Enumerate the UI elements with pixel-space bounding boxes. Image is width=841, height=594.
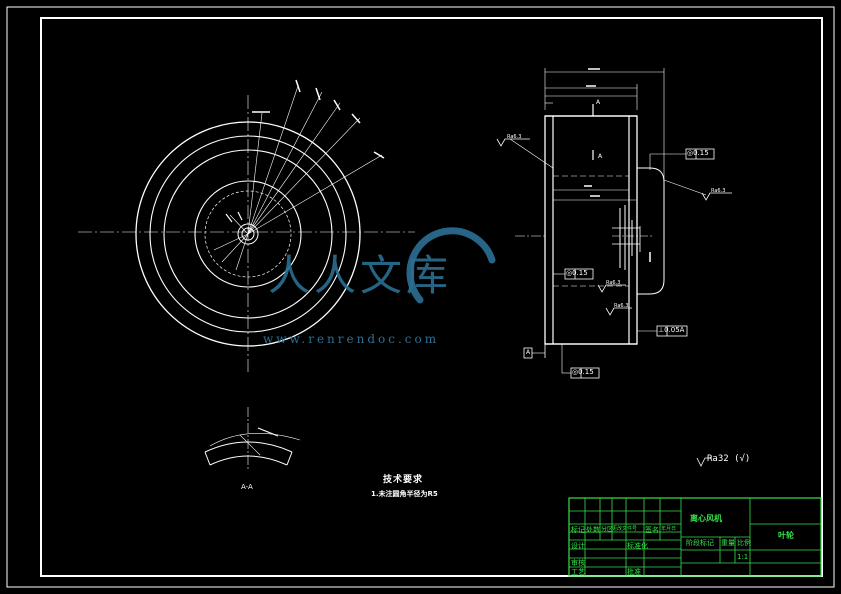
scale-label: 比例: [737, 539, 751, 547]
approve-label: 批准: [627, 568, 641, 576]
watermark-logo: [406, 227, 496, 304]
title-block-grid: [568, 497, 822, 577]
row-label-process: 工艺: [571, 568, 585, 576]
side-section-view: [496, 68, 732, 467]
section-a-a-label: A-A: [241, 483, 253, 491]
section-a-a-view: [204, 407, 301, 470]
col-label-count: 处数: [586, 526, 600, 534]
section-mark-mid: A: [598, 153, 603, 160]
weight-label: 重量: [721, 539, 735, 547]
row-label-mark: 标记: [571, 526, 585, 534]
coaxiality-tolerance-top: ◎0.15: [687, 149, 709, 157]
roughness-label-hub: Ra6.3: [606, 280, 621, 286]
standardization-label: 标准化: [627, 542, 648, 550]
row-label-review: 审核: [571, 559, 585, 567]
col-label-zone: 分区: [601, 526, 614, 533]
part-name: 离心风机: [690, 514, 722, 523]
coaxiality-tolerance-bottom: ◎0.15: [572, 368, 594, 376]
tech-requirements-title: 技术要求: [383, 475, 424, 485]
inner-border: [40, 17, 823, 577]
roughness-label-bottom: Ra6.3: [614, 303, 629, 309]
stage-label: 阶段标记: [686, 539, 714, 547]
material-label: 叶轮: [778, 531, 794, 540]
watermark-url: www.renrendoc.com: [263, 332, 440, 346]
coaxiality-tolerance-middle: ◎0.15: [566, 269, 588, 277]
global-roughness-note: Ra32 (√): [707, 454, 751, 464]
col-label-change-doc: 更改文件号: [612, 526, 638, 532]
roughness-label-right: Ra6.3: [711, 188, 726, 194]
watermark-brand: 人人文库: [268, 251, 453, 300]
scale-value: 1:1: [737, 553, 749, 561]
front-view: [78, 79, 415, 372]
perpendicularity-tolerance: ⊥0.05A: [658, 326, 685, 334]
outer-border: [6, 6, 835, 588]
col-label-date: 年月日: [661, 526, 677, 532]
col-label-sign: 签名: [645, 526, 659, 534]
row-label-design: 设计: [571, 542, 585, 550]
tech-requirements-item: 1.未注圆角半径为R5: [371, 490, 438, 498]
datum-a-label: A: [526, 349, 531, 356]
roughness-label-left: Ra6.3: [507, 134, 522, 140]
section-mark-top: A: [596, 99, 601, 106]
